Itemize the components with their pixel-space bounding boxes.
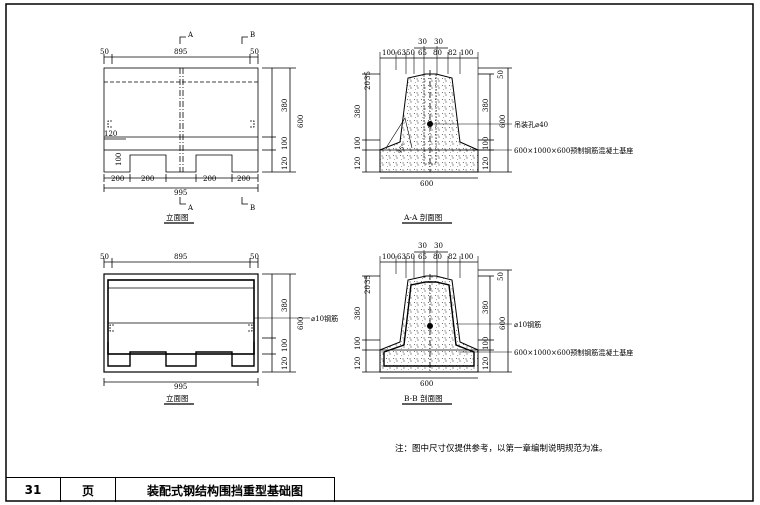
- svg-text:120: 120: [281, 357, 289, 370]
- svg-text:50: 50: [497, 70, 505, 79]
- svg-text:120: 120: [482, 357, 490, 370]
- svg-text:65: 65: [418, 49, 427, 57]
- svg-text:895: 895: [174, 253, 187, 261]
- svg-text:82: 82: [448, 49, 457, 57]
- svg-text:100: 100: [382, 49, 395, 57]
- svg-text:200: 200: [141, 175, 154, 183]
- svg-text:100: 100: [354, 137, 362, 150]
- elevation-bottom-caption: 立面图: [166, 393, 189, 403]
- svg-text:600: 600: [297, 115, 305, 128]
- svg-text:50: 50: [100, 48, 109, 56]
- svg-text:380: 380: [354, 105, 362, 118]
- svg-text:100: 100: [482, 337, 490, 350]
- svg-text:100: 100: [460, 49, 473, 57]
- elevation-bottom-drawing: 50 895 50 995 380 100 120 600 ⌀10钢筋 立面图: [100, 253, 338, 405]
- section-mark-a-top: A: [179, 31, 194, 44]
- title-block: 31 页 装配式钢结构围挡重型基础图: [6, 477, 335, 502]
- svg-text:80: 80: [433, 49, 442, 57]
- svg-text:600: 600: [420, 380, 433, 388]
- svg-text:380: 380: [482, 301, 490, 314]
- svg-text:50: 50: [100, 253, 109, 261]
- section-aa-base-label: 600×1000×600预制钢筋混凝土基座: [514, 146, 633, 155]
- svg-text:100: 100: [354, 337, 362, 350]
- svg-text:20: 20: [364, 81, 372, 90]
- svg-text:600: 600: [297, 317, 305, 330]
- section-bb-rebar-label: ⌀10钢筋: [514, 320, 541, 329]
- svg-text:120: 120: [354, 357, 362, 370]
- svg-text:30: 30: [434, 242, 443, 250]
- svg-text:65: 65: [418, 253, 427, 261]
- svg-text:80: 80: [433, 253, 442, 261]
- section-mark-b-bottom: B: [241, 197, 255, 212]
- svg-text:200: 200: [237, 175, 250, 183]
- svg-text:120: 120: [482, 157, 490, 170]
- svg-text:200: 200: [203, 175, 216, 183]
- svg-text:380: 380: [281, 99, 289, 112]
- svg-text:995: 995: [174, 383, 187, 391]
- drawing-title: 装配式钢结构围挡重型基础图: [146, 483, 303, 498]
- section-bb-caption: B-B 剖面图: [404, 393, 443, 403]
- svg-text:995: 995: [174, 189, 187, 197]
- svg-text:A: A: [187, 31, 194, 39]
- drawing-note: 注：图中尺寸仅提供参考，以第一章编制说明规范为准。: [395, 443, 608, 454]
- svg-text:380: 380: [281, 299, 289, 312]
- svg-text:50: 50: [406, 253, 415, 261]
- svg-text:45°: 45°: [396, 142, 408, 155]
- svg-text:50: 50: [250, 253, 259, 261]
- section-aa-hole-label: 吊装孔⌀40: [514, 120, 548, 129]
- section-mark-a-bottom: A: [179, 197, 194, 212]
- elevation-top-drawing: A B A B 50 895 50 120 100: [100, 31, 305, 224]
- section-mark-b-top: B: [241, 31, 255, 44]
- svg-text:B: B: [250, 204, 255, 212]
- svg-text:100: 100: [460, 253, 473, 261]
- section-bb-base-label: 600×1000×600预制钢筋混凝土基座: [514, 348, 633, 357]
- svg-text:B: B: [250, 31, 255, 39]
- section-aa-caption: A-A 剖面图: [403, 212, 442, 222]
- svg-text:50: 50: [497, 272, 505, 281]
- svg-text:100: 100: [115, 153, 123, 166]
- svg-text:35: 35: [364, 275, 372, 284]
- svg-text:30: 30: [418, 242, 427, 250]
- svg-text:63: 63: [397, 49, 406, 57]
- svg-text:100: 100: [281, 137, 289, 150]
- page-number: 31: [6, 478, 61, 502]
- svg-text:63: 63: [397, 253, 406, 261]
- section-aa-drawing: 30 30 100 63 50 65 80 82 100 45° 20 35: [354, 38, 633, 224]
- svg-text:30: 30: [434, 38, 443, 46]
- svg-text:35: 35: [364, 71, 372, 80]
- svg-text:600: 600: [499, 317, 507, 330]
- svg-text:50: 50: [250, 48, 259, 56]
- svg-text:120: 120: [354, 157, 362, 170]
- svg-text:200: 200: [111, 175, 124, 183]
- elevation-top-caption: 立面图: [166, 212, 189, 222]
- page-label: 页: [61, 478, 116, 502]
- svg-text:100: 100: [382, 253, 395, 261]
- svg-text:20: 20: [364, 285, 372, 294]
- svg-text:30: 30: [418, 38, 427, 46]
- svg-text:600: 600: [499, 115, 507, 128]
- svg-text:120: 120: [104, 130, 117, 138]
- svg-text:380: 380: [482, 99, 490, 112]
- svg-text:380: 380: [354, 307, 362, 320]
- svg-text:600: 600: [420, 180, 433, 188]
- svg-text:82: 82: [448, 253, 457, 261]
- elevation-bottom-rebar-label: ⌀10钢筋: [311, 314, 338, 323]
- svg-text:120: 120: [281, 157, 289, 170]
- section-bb-drawing: 30 30 100 63 50 65 80 82 100 20 35 380 1…: [354, 242, 633, 405]
- svg-text:100: 100: [482, 137, 490, 150]
- svg-text:100: 100: [281, 339, 289, 352]
- sheet-border: [5, 3, 754, 502]
- svg-text:50: 50: [406, 49, 415, 57]
- svg-text:895: 895: [174, 48, 187, 56]
- svg-text:A: A: [187, 204, 194, 212]
